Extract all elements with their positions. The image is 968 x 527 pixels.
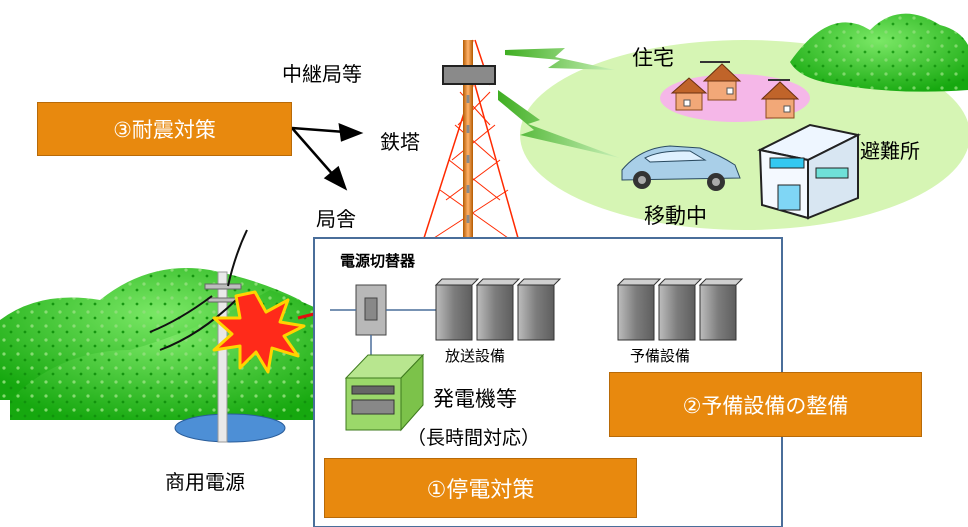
power-switch-icon xyxy=(330,284,436,360)
relay-station-label: 中継局等 xyxy=(282,62,362,86)
commercial-power-label: 商用電源 xyxy=(165,470,245,494)
earthquake-arrows xyxy=(291,123,364,191)
broadcast-equipment-icon xyxy=(434,278,562,341)
utility-pole-icon xyxy=(149,229,248,443)
power-failure-spark-icon xyxy=(212,290,306,374)
spare-equipment-measure-box: ②予備設備の整備 xyxy=(609,372,922,437)
earthquake-measure-box: ③耐震対策 xyxy=(37,102,292,156)
blackout-measure-box: ①停電対策 xyxy=(324,458,637,518)
generator-label: 発電機等 xyxy=(433,387,517,411)
station-label: 局舎 xyxy=(316,207,356,231)
generator-icon xyxy=(344,353,425,432)
house-icon-3 xyxy=(760,79,800,119)
car-icon xyxy=(621,145,741,191)
spare-equipment-label: 予備設備 xyxy=(630,347,691,365)
tower-icon xyxy=(423,39,519,240)
shelter-building-icon xyxy=(756,123,862,220)
residential-area xyxy=(520,13,968,230)
power-switch-label: 電源切替器 xyxy=(340,252,416,270)
long-time-label: （長時間対応） xyxy=(407,427,541,449)
tower-label: 鉄塔 xyxy=(380,130,420,154)
signal-bolt-housing xyxy=(505,48,615,70)
moving-label: 移動中 xyxy=(644,204,707,228)
broadcast-equipment-label: 放送設備 xyxy=(445,347,506,365)
house-icon-2 xyxy=(700,61,742,101)
shelter-label: 避難所 xyxy=(860,139,920,163)
house-icon-1 xyxy=(670,77,708,111)
spare-equipment-icon xyxy=(616,278,744,341)
housing-label: 住宅 xyxy=(632,46,674,70)
